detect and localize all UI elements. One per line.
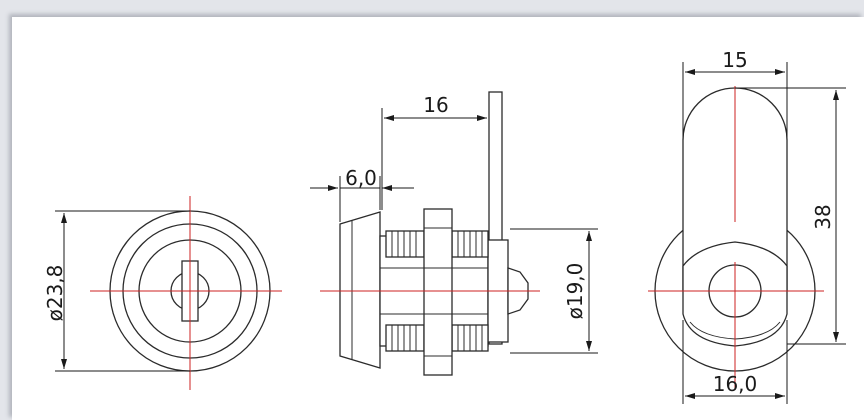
thread-lines [391, 231, 483, 351]
bezel-thickness-label: 6,0 [345, 166, 377, 190]
thread-diameter-label: ø19,0 [563, 263, 587, 320]
front-diameter-label: ø23,8 [43, 265, 67, 322]
side-view [339, 91, 529, 376]
front-view [90, 196, 282, 390]
body-length-label: 16 [423, 93, 448, 117]
front-diameter-dimension [55, 210, 190, 372]
thread-diameter-dimension [510, 228, 598, 354]
mounting-nut [423, 208, 453, 376]
rear-centerlines [648, 86, 824, 390]
bezel-thickness-dimension [310, 176, 414, 222]
cam-length-dimension [735, 87, 846, 345]
bezel-head [339, 211, 381, 369]
body-length-dimension [381, 108, 487, 210]
cam-length-label: 38 [811, 204, 835, 229]
cam-width-dimension [682, 62, 788, 140]
rear-width-dimension [682, 320, 788, 404]
rear-width-label: 16,0 [713, 372, 758, 396]
cam-width-label: 15 [722, 48, 747, 72]
